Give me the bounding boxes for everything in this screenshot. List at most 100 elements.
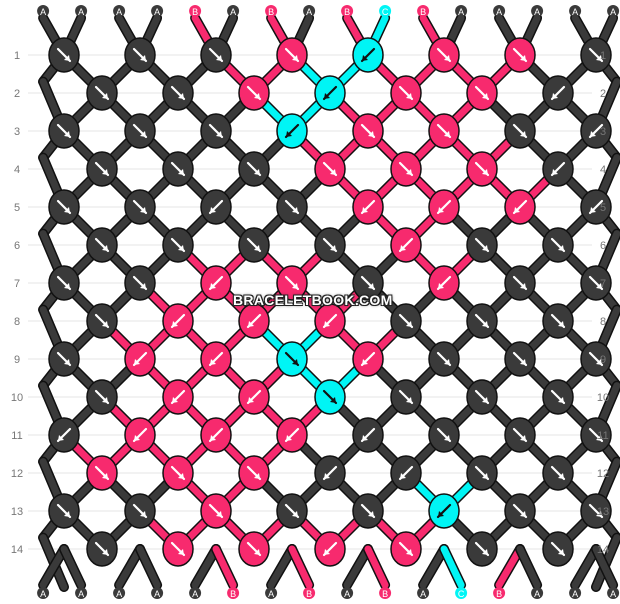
arrow-head-icon (102, 169, 108, 175)
thread-segment (288, 545, 313, 589)
row-number-right: 12 (597, 468, 609, 480)
row-number-left: 7 (14, 278, 20, 290)
string-label-badge (569, 5, 582, 17)
arrow-head-icon (438, 511, 444, 517)
arrow-head-icon (140, 283, 146, 289)
string-label-top: A (154, 7, 160, 17)
string-label-badge (265, 5, 278, 17)
arrow-head-icon (482, 93, 488, 99)
arrow-head-icon (178, 245, 184, 251)
string-label-top: A (496, 7, 502, 17)
thread-segment (191, 545, 220, 589)
row-number-left: 14 (11, 544, 23, 556)
row-number-left: 11 (11, 430, 22, 442)
string-label-badge (607, 5, 620, 17)
arrow-head-icon (64, 131, 70, 137)
string-label-bottom: A (344, 589, 350, 599)
arrow-head-icon (102, 397, 108, 403)
string-label-badge (379, 587, 392, 599)
arrow-head-icon (596, 55, 602, 61)
row-number-left: 6 (14, 240, 20, 252)
arrow-head-icon (520, 131, 526, 137)
arrow-head-icon (590, 131, 596, 137)
string-label-bottom: A (534, 589, 540, 599)
row-number-left: 8 (14, 316, 20, 328)
row-number-left: 2 (14, 88, 20, 100)
string-label-badge (417, 5, 430, 17)
string-label-bottom: A (154, 589, 160, 599)
arrow-head-icon (102, 93, 108, 99)
arrow-head-icon (558, 245, 564, 251)
arrow-head-icon (552, 93, 558, 99)
string-label-bottom: C (458, 589, 465, 599)
arrow-head-icon (64, 55, 70, 61)
string-label-badge (151, 5, 164, 17)
string-label-top: A (306, 7, 312, 17)
string-label-badge (493, 587, 506, 599)
arrow-head-icon (178, 473, 184, 479)
string-label-top: B (420, 7, 426, 17)
arrow-head-icon (216, 55, 222, 61)
string-label-badge (531, 587, 544, 599)
arrow-head-icon (558, 473, 564, 479)
arrow-head-icon (286, 435, 292, 441)
string-label-badge (455, 587, 468, 599)
string-label-top: A (534, 7, 540, 17)
string-label-bottom: A (40, 589, 46, 599)
arrow-head-icon (248, 397, 254, 403)
arrow-head-icon (210, 207, 216, 213)
string-label-bottom: A (116, 589, 122, 599)
arrow-head-icon (178, 549, 184, 555)
thread-segment (516, 545, 541, 589)
thread-segment (343, 545, 372, 589)
arrow-head-icon (596, 359, 602, 365)
arrow-head-icon (444, 131, 450, 137)
arrow-head-icon (362, 359, 368, 365)
arrow-head-icon (210, 359, 216, 365)
arrow-head-icon (324, 473, 330, 479)
string-label-badge (189, 5, 202, 17)
arrow-head-icon (482, 473, 488, 479)
row-number-right: 1 (600, 50, 606, 62)
thread-segment (364, 545, 389, 589)
arrow-head-icon (134, 359, 140, 365)
arrow-head-icon (362, 55, 368, 61)
string-label-top: A (78, 7, 84, 17)
arrow-head-icon (368, 283, 374, 289)
row-number-left: 3 (14, 126, 20, 138)
string-label-top: A (572, 7, 578, 17)
arrow-head-icon (254, 169, 260, 175)
arrow-head-icon (140, 511, 146, 517)
string-label-bottom: A (78, 589, 84, 599)
arrow-head-icon (292, 511, 298, 517)
arrow-head-icon (362, 207, 368, 213)
string-label-badge (379, 5, 392, 17)
arrow-head-icon (444, 435, 450, 441)
arrow-head-icon (292, 283, 298, 289)
arrow-head-icon (178, 93, 184, 99)
arrow-head-icon (520, 435, 526, 441)
string-label-top: A (116, 7, 122, 17)
arrow-head-icon (64, 511, 70, 517)
string-label-top: B (192, 7, 198, 17)
string-label-badge (37, 5, 50, 17)
string-label-badge (455, 5, 468, 17)
arrow-head-icon (210, 435, 216, 441)
arrow-head-icon (520, 55, 526, 61)
arrow-head-icon (400, 245, 406, 251)
arrow-head-icon (330, 169, 336, 175)
row-number-right: 11 (597, 430, 608, 442)
arrow-head-icon (438, 207, 444, 213)
arrow-head-icon (596, 435, 602, 441)
arrow-head-icon (596, 511, 602, 517)
arrow-head-icon (140, 55, 146, 61)
arrow-head-icon (248, 321, 254, 327)
arrow-head-icon (558, 321, 564, 327)
arrow-head-icon (324, 321, 330, 327)
arrow-head-icon (438, 283, 444, 289)
arrow-head-icon (140, 131, 146, 137)
string-label-badge (151, 587, 164, 599)
arrow-head-icon (368, 511, 374, 517)
arrow-head-icon (324, 549, 330, 555)
